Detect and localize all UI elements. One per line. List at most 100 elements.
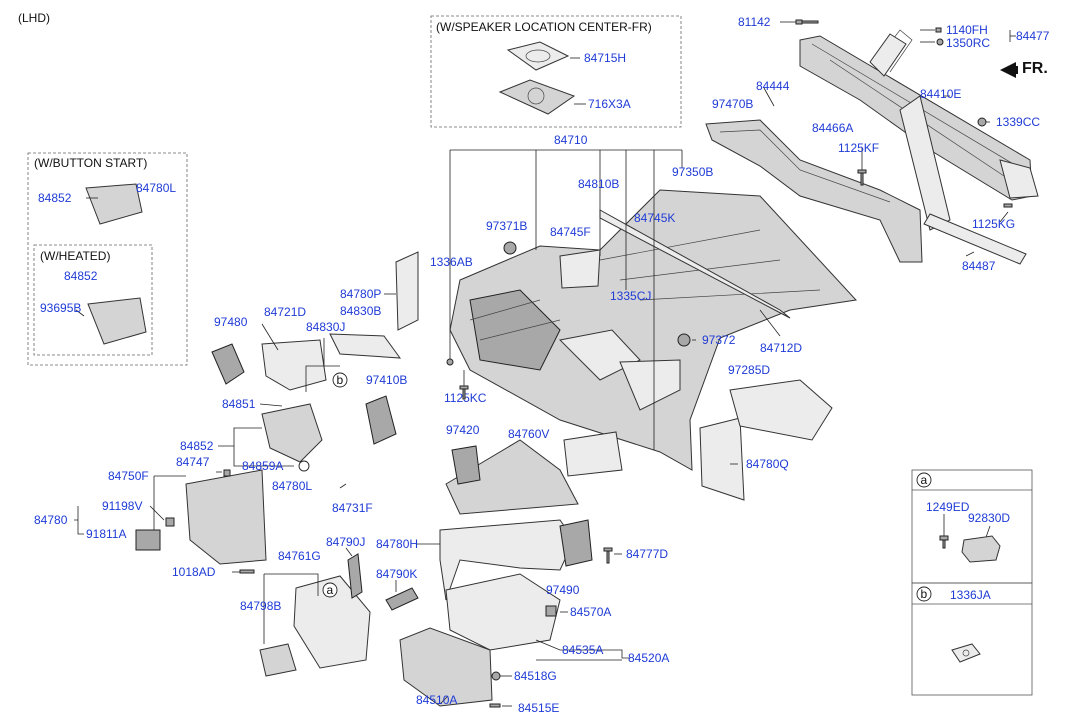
bolt-icon — [603, 547, 613, 564]
screw-icon — [939, 535, 949, 549]
clip-icon — [298, 460, 310, 472]
clip-icon — [223, 469, 231, 477]
button-start-group-label: (W/BUTTON START) — [34, 156, 147, 170]
side-cover — [329, 333, 402, 359]
label-84444: 84444 — [756, 79, 790, 93]
part-labels: 81142 1140FH 1350RC 84477 84715H 716X3A … — [34, 15, 1050, 715]
lower-vent — [559, 519, 593, 567]
sensor-unit — [961, 535, 1001, 563]
side-vent-right — [365, 395, 397, 445]
label-84852-heated: 84852 — [64, 269, 98, 283]
bumper-icon — [491, 671, 501, 681]
label-1335CJ: 1335CJ — [610, 289, 651, 303]
heated-group-label: (W/HEATED) — [40, 249, 110, 263]
label-84535A: 84535A — [562, 643, 603, 657]
label-1018AD: 1018AD — [172, 565, 216, 579]
clip-97372 — [677, 333, 691, 347]
label-84477: 84477 — [1016, 29, 1050, 43]
label-97410B: 97410B — [366, 373, 407, 387]
label-84798B: 84798B — [240, 599, 281, 613]
label-84790K: 84790K — [376, 567, 417, 581]
clip-icon — [165, 517, 175, 527]
column-shroud-upper — [261, 339, 327, 391]
label-84515E: 84515E — [518, 701, 559, 715]
center-fascia-lower — [445, 439, 579, 515]
bracket-c — [563, 431, 623, 477]
label-716X3A: 716X3A — [588, 97, 631, 111]
label-93695B: 93695B — [40, 301, 81, 315]
label-1339CC: 1339CC — [996, 115, 1040, 129]
label-84721D: 84721D — [264, 305, 306, 319]
speaker-grille — [506, 41, 570, 71]
label-84750F: 84750F — [108, 469, 149, 483]
label-84780L-top: 84780L — [136, 181, 176, 195]
legend-a-marker — [916, 472, 932, 488]
crash-pad-assembly — [449, 189, 858, 471]
legend-a-letter: a — [921, 473, 928, 487]
label-84830B: 84830B — [340, 304, 381, 318]
label-84851: 84851 — [222, 397, 256, 411]
cowl-cross-bar — [799, 29, 1039, 265]
clip-nut-icon — [951, 643, 981, 663]
bolt-icon — [489, 703, 501, 708]
clip-icon — [135, 529, 161, 551]
legend-b: b 1336JA — [911, 582, 1033, 696]
label-84777D: 84777D — [626, 547, 668, 561]
label-84852-button-start: 84852 — [38, 191, 72, 205]
speaker-group-label: (W/SPEAKER LOCATION CENTER-FR) — [436, 20, 652, 34]
marker-b — [332, 372, 348, 388]
fuse-cover — [259, 643, 297, 677]
glove-box-housing — [445, 573, 561, 651]
label-84760V: 84760V — [508, 427, 549, 441]
speaker-group-box — [430, 15, 682, 128]
label-97490: 97490 — [546, 583, 580, 597]
label-84745K: 84745K — [634, 211, 675, 225]
label-84761G: 84761G — [278, 549, 321, 563]
bolt-icon — [239, 569, 255, 574]
glove-box — [399, 627, 493, 707]
label-84810B: 84810B — [578, 177, 619, 191]
clip-icon — [545, 605, 557, 617]
label-84790J: 84790J — [326, 535, 365, 549]
label-97371B: 97371B — [486, 219, 527, 233]
legend-b-part: 1336JA — [950, 588, 991, 602]
fasteners — [135, 19, 1013, 708]
leader-lines — [74, 21, 1016, 707]
label-97285D: 97285D — [728, 363, 770, 377]
legend-b-marker — [916, 586, 932, 602]
label-91811A: 91811A — [86, 527, 126, 541]
bolt-icon — [1003, 203, 1013, 208]
svg-text:b: b — [337, 373, 344, 387]
label-84710: 84710 — [554, 133, 588, 147]
button-start-cover — [85, 183, 143, 225]
label-84715H: 84715H — [584, 51, 626, 65]
label-97470B: 97470B — [712, 97, 753, 111]
heated-cover — [87, 297, 147, 345]
front-direction-label: FR. — [1022, 60, 1048, 77]
label-97420: 97420 — [446, 423, 480, 437]
bracket-b — [385, 587, 419, 611]
side-defroster-duct — [705, 119, 923, 263]
label-84410E: 84410E — [920, 87, 961, 101]
variant-label: (LHD) — [18, 11, 50, 25]
bolt-icon — [459, 385, 469, 400]
center-vent — [451, 445, 481, 485]
label-84780: 84780 — [34, 513, 68, 527]
label-84712D: 84712D — [760, 341, 802, 355]
label-84466A: 84466A — [812, 121, 853, 135]
clip-97371b — [503, 241, 517, 255]
label-84852-main: 84852 — [180, 439, 214, 453]
side-vent-left — [211, 343, 245, 385]
label-1125KG: 1125KG — [972, 217, 1015, 231]
label-97350B: 97350B — [672, 165, 713, 179]
trim-panel-side — [395, 251, 419, 331]
label-81142: 81142 — [738, 15, 771, 29]
washer-icon — [936, 38, 944, 46]
label-97480: 97480 — [214, 315, 248, 329]
bolt-icon — [935, 27, 942, 33]
label-84780L-mid: 84780L — [272, 479, 312, 493]
legend-a-part-1: 1249ED — [926, 500, 970, 514]
label-84518G: 84518G — [514, 669, 557, 683]
label-84747: 84747 — [176, 455, 210, 469]
